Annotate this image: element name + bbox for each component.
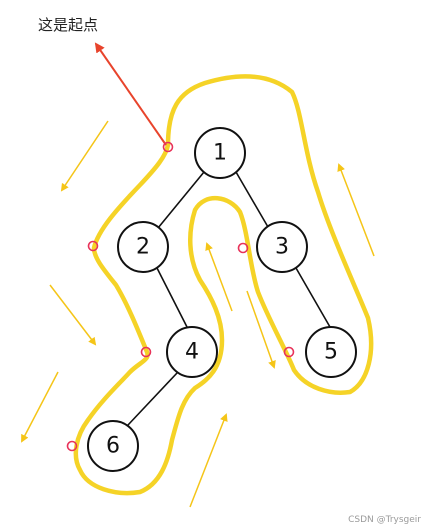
node-label: 1 bbox=[213, 141, 227, 166]
direction-arrow-down-left-1 bbox=[60, 120, 109, 192]
tree-edges bbox=[127, 171, 331, 426]
edge-1-3 bbox=[235, 171, 269, 228]
node-label: 5 bbox=[324, 340, 338, 365]
visit-marker-2 bbox=[87, 240, 99, 252]
tree-node-6: 6 bbox=[87, 420, 139, 472]
direction-arrow-up-3 bbox=[337, 163, 375, 257]
direction-arrow-down-right-2 bbox=[246, 290, 276, 369]
visit-markers bbox=[66, 141, 295, 452]
node-label: 6 bbox=[106, 434, 120, 459]
start-point-label: 这是起点 bbox=[38, 16, 99, 34]
tree-node-5: 5 bbox=[305, 326, 357, 378]
visit-marker-3 bbox=[237, 242, 249, 254]
node-label: 3 bbox=[275, 235, 289, 260]
direction-arrow-down-right-1 bbox=[49, 284, 97, 346]
direction-arrow-up-1 bbox=[189, 413, 228, 508]
node-label: 4 bbox=[185, 340, 199, 365]
tree-nodes: 1 2 3 4 5 6 bbox=[87, 127, 357, 472]
visit-marker-5 bbox=[283, 346, 295, 358]
visit-marker-4 bbox=[140, 346, 152, 358]
edge-2-4 bbox=[156, 267, 188, 328]
watermark: CSDN @Trysgeir bbox=[348, 515, 421, 525]
visit-marker-1 bbox=[162, 141, 174, 153]
node-label: 2 bbox=[136, 235, 150, 260]
start-arrow bbox=[94, 42, 167, 146]
edge-3-5 bbox=[295, 267, 331, 328]
traversal-contour bbox=[73, 74, 374, 496]
direction-arrow-up-2 bbox=[205, 242, 233, 312]
edge-4-6 bbox=[127, 372, 178, 426]
tree-node-4: 4 bbox=[166, 326, 218, 378]
tree-node-3: 3 bbox=[256, 221, 308, 273]
edge-1-2 bbox=[157, 171, 205, 229]
tree-node-2: 2 bbox=[117, 221, 169, 273]
direction-arrow-down-left-2 bbox=[21, 371, 59, 443]
direction-arrows bbox=[21, 120, 375, 508]
tree-node-1: 1 bbox=[194, 127, 246, 179]
visit-marker-6 bbox=[66, 440, 78, 452]
